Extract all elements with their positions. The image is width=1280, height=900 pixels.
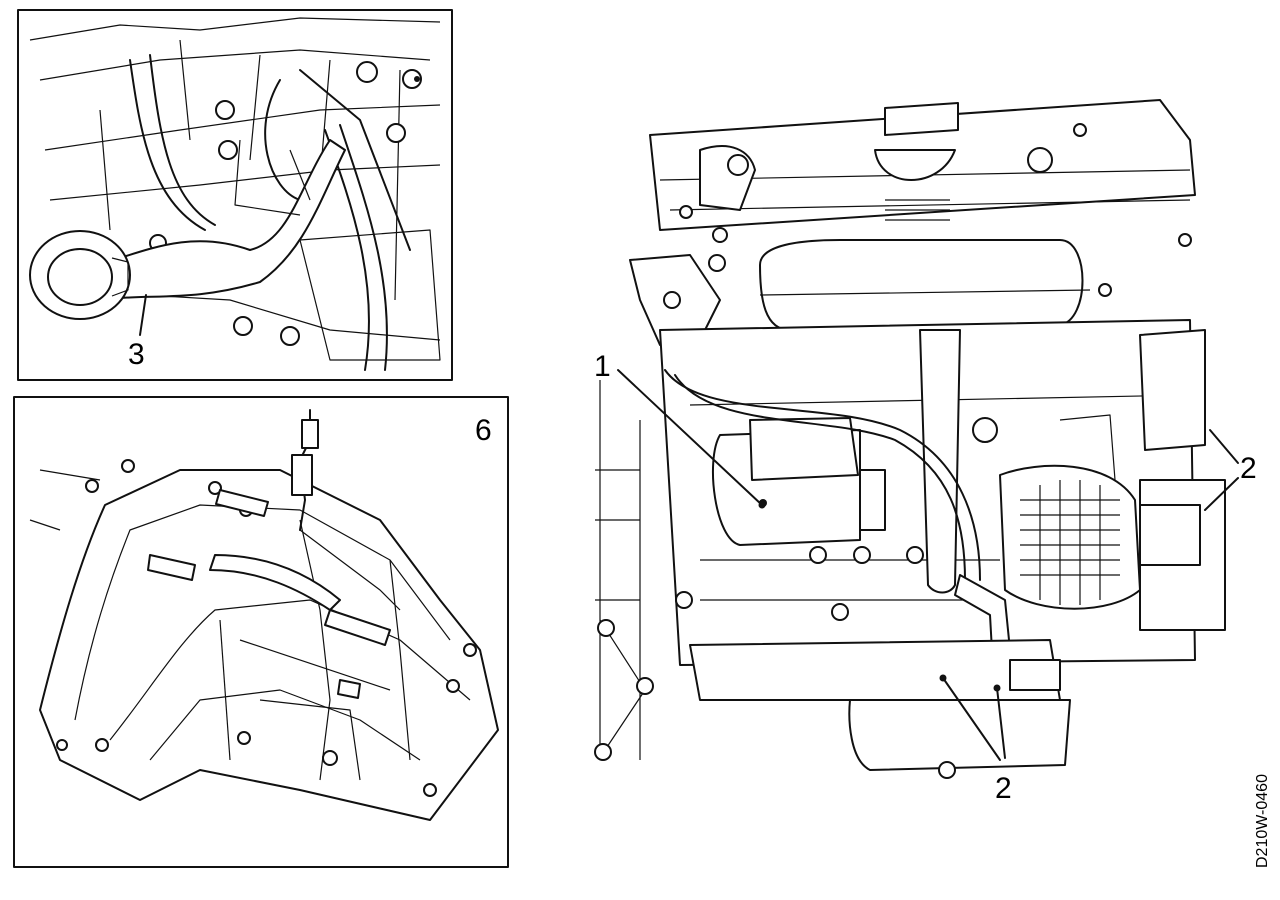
callout-2-lower: 2 (995, 772, 1012, 805)
inset-panel-bracket: 3 (17, 9, 453, 381)
figure-code: D210W-0460 (1254, 774, 1271, 868)
inset-panel-gearbox: 6 (13, 396, 509, 868)
callout-3: 3 (128, 338, 145, 371)
callout-2-upper: 2 (1240, 452, 1257, 485)
engine-block-detail (29, 17, 441, 361)
callout-6: 6 (475, 414, 492, 447)
callout-1: 1 (594, 350, 611, 383)
callout-leaders (617, 369, 1239, 761)
starter-motor (711, 417, 886, 546)
engine-main-view (594, 99, 1226, 779)
alternator (999, 464, 1141, 610)
